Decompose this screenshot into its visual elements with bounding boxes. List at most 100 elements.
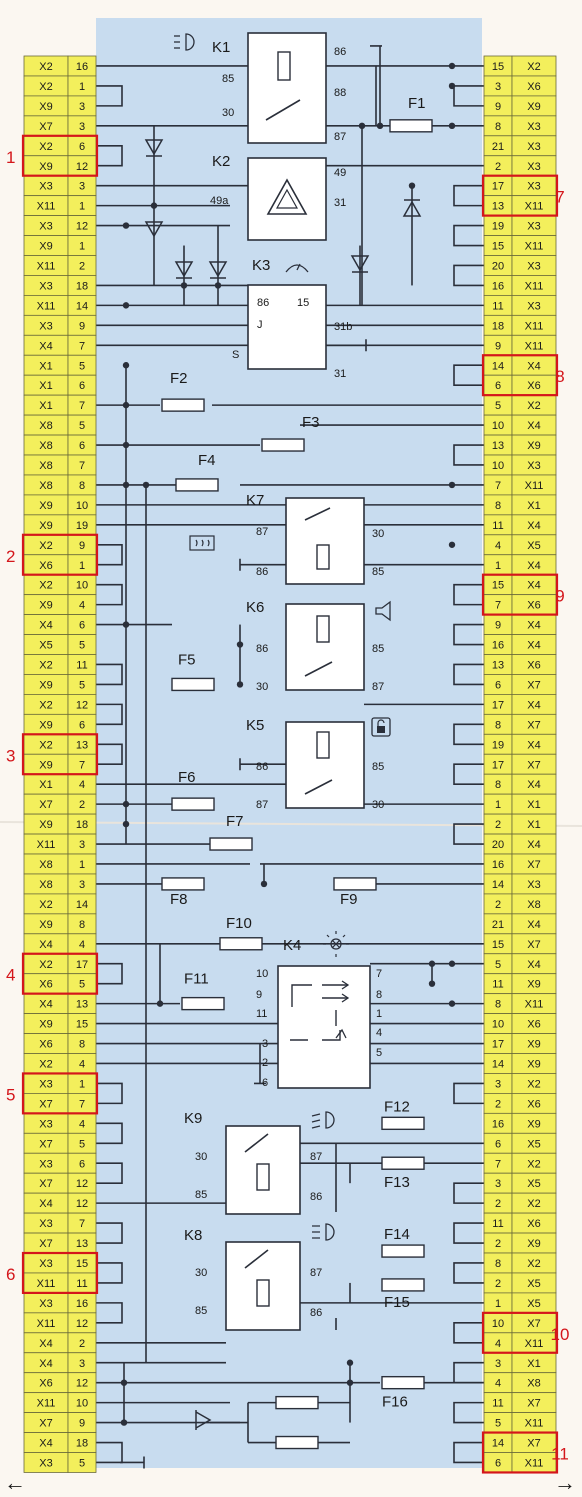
- right-pin-col1: 2: [495, 819, 501, 831]
- relay-k8-pin: 30: [195, 1267, 207, 1279]
- left-pin-col1: X6: [39, 979, 52, 991]
- right-pin-col2: X11: [525, 340, 544, 352]
- right-pin-col1: 8: [495, 779, 501, 791]
- diode: [144, 221, 164, 238]
- right-pin-col1: 10: [492, 1019, 504, 1031]
- highlight-group: 9: [481, 573, 565, 616]
- left-pin-row: X11 2: [23, 255, 97, 276]
- right-pin-col1: 4: [495, 1338, 501, 1350]
- highlight-number: 9: [555, 587, 564, 606]
- left-pin-col1: X2: [39, 899, 52, 911]
- right-pin-col2: X3: [527, 300, 540, 312]
- right-pin-col2: X7: [527, 759, 540, 771]
- left-pin-col2: 1: [79, 201, 85, 213]
- right-pin-col1: 21: [492, 141, 504, 153]
- left-pin-col2: 12: [76, 699, 88, 711]
- fuse-label: F9: [340, 891, 358, 908]
- right-pin-col1: 10: [492, 460, 504, 472]
- left-pin-col1: X9: [39, 241, 52, 253]
- left-pin-col2: 2: [79, 261, 85, 273]
- left-pin-col1: X9: [39, 759, 52, 771]
- pin-loop: [453, 823, 484, 845]
- relay-k1-contact: [265, 99, 301, 121]
- left-pin-col2: 3: [79, 1358, 85, 1370]
- relay-k3-pin: 31: [334, 368, 346, 380]
- right-pin-col2: X3: [527, 460, 540, 472]
- fuse-body: [175, 478, 219, 492]
- right-pin-col2: X7: [527, 859, 540, 871]
- left-pin-col2: 2: [79, 1338, 85, 1350]
- left-pin-col2: 7: [79, 1098, 85, 1110]
- junction: [448, 1000, 456, 1007]
- right-pin-col2: X2: [527, 1198, 540, 1210]
- pin-loop: [453, 1182, 484, 1204]
- left-pin-col1: X11: [37, 261, 56, 273]
- relay-k2-pin: 49a: [210, 195, 229, 207]
- left-pin-col2: 9: [79, 1418, 85, 1430]
- left-pin-col1: X4: [39, 340, 52, 352]
- fuse-label: F12: [384, 1098, 410, 1115]
- left-pin-col2: 3: [79, 879, 85, 891]
- relay-k4-name: K4: [283, 937, 301, 954]
- diode-group: [144, 139, 422, 1430]
- left-pin-col1: X6: [39, 1378, 52, 1390]
- right-pin-col2: X4: [527, 779, 540, 791]
- pin-loop: [96, 1441, 123, 1464]
- right-pin-col1: 3: [495, 1078, 501, 1090]
- highlight-group: 3: [6, 733, 99, 776]
- left-pin-col1: X8: [39, 879, 52, 891]
- right-pin-col1: 7: [495, 1158, 501, 1170]
- highlight-number: 7: [555, 188, 564, 207]
- hazard-icon-inner: [275, 188, 299, 209]
- fuse-label: F1: [408, 95, 426, 112]
- junction: [448, 82, 456, 90]
- wiper-icon: [285, 263, 309, 273]
- relay-k6-pin: 30: [256, 681, 268, 693]
- right-pin-col2: X4: [527, 699, 540, 711]
- left-pin-col2: 9: [79, 320, 85, 332]
- right-pin-col2: X5: [527, 540, 540, 552]
- right-pin-col1: 15: [492, 241, 504, 253]
- relay-k1-pin: 30: [222, 107, 234, 119]
- left-pin-col1: X9: [39, 819, 52, 831]
- resistor: [275, 1395, 319, 1410]
- relay-k6-pin: 85: [372, 643, 384, 655]
- relay-k5-name: K5: [246, 717, 264, 734]
- right-pin-col1: 6: [495, 679, 501, 691]
- relay-k1-coil: [277, 51, 291, 81]
- right-pin-col2: X8: [527, 899, 540, 911]
- right-pin-col2: X3: [527, 161, 540, 173]
- left-pin-col2: 3: [79, 101, 85, 113]
- relay-k7-pin: 85: [372, 566, 384, 578]
- right-pin-col2: X6: [527, 380, 540, 392]
- highlight-box: [21, 533, 99, 576]
- left-pin-col2: 13: [76, 739, 88, 751]
- fuse-label: F14: [384, 1226, 410, 1243]
- relay-k3-pin: J: [257, 319, 263, 331]
- right-pin-col2: X8: [527, 1378, 540, 1390]
- highlight-box: [481, 354, 559, 397]
- relay-k4-pin: 2: [262, 1057, 268, 1069]
- relay-k3-pin: 86: [257, 297, 269, 309]
- right-pin-col1: 19: [492, 739, 504, 751]
- left-pin-col2: 10: [76, 1398, 88, 1410]
- left-pin-col1: X11: [37, 1398, 56, 1410]
- junction: [376, 122, 384, 130]
- left-pin-col2: 5: [79, 360, 85, 372]
- right-pin-col1: 8: [495, 1258, 501, 1270]
